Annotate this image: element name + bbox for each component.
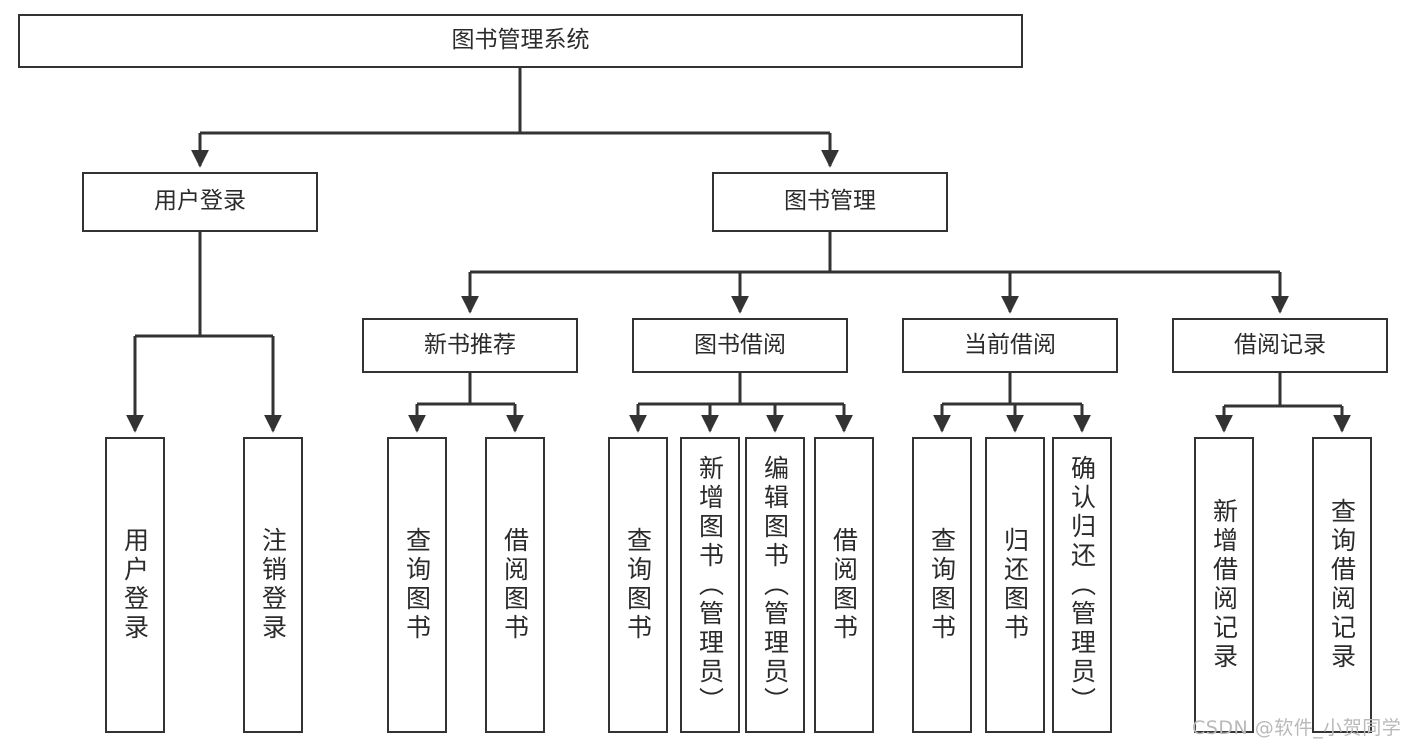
node-borrow-record[interactable]: 借阅记录 — [1172, 318, 1388, 373]
node-leaf-add-book[interactable]: 新增图书（管理员） — [680, 437, 740, 733]
node-leaf-return-book[interactable]: 归还图书 — [985, 437, 1045, 733]
node-book-manage-label: 图书管理 — [784, 188, 876, 215]
node-leaf-query-record-label: 查询借阅记录 — [1327, 498, 1357, 672]
node-leaf-query-book-1-label: 查询图书 — [402, 527, 432, 643]
node-leaf-query-book-3-label: 查询图书 — [927, 527, 957, 643]
node-user-login[interactable]: 用户登录 — [82, 172, 318, 232]
node-leaf-user-login-label: 用户登录 — [120, 527, 150, 643]
node-leaf-borrow-book-2-label: 借阅图书 — [829, 527, 859, 643]
node-book-borrow-label: 图书借阅 — [694, 331, 786, 358]
node-leaf-confirm-return[interactable]: 确认归还（管理员） — [1052, 437, 1112, 733]
node-book-manage[interactable]: 图书管理 — [712, 172, 948, 232]
node-leaf-user-logout-label: 注销登录 — [258, 527, 288, 643]
node-leaf-user-login[interactable]: 用户登录 — [105, 437, 165, 733]
node-current-borrow[interactable]: 当前借阅 — [902, 318, 1118, 373]
node-leaf-borrow-book-1-label: 借阅图书 — [500, 527, 530, 643]
node-new-book-rec[interactable]: 新书推荐 — [362, 318, 578, 373]
node-leaf-query-book-1[interactable]: 查询图书 — [387, 437, 447, 733]
node-leaf-edit-book-label: 编辑图书（管理员） — [760, 454, 790, 716]
node-user-login-label: 用户登录 — [154, 188, 246, 215]
node-leaf-edit-book[interactable]: 编辑图书（管理员） — [745, 437, 805, 733]
node-leaf-borrow-book-2[interactable]: 借阅图书 — [814, 437, 874, 733]
node-root[interactable]: 图书管理系统 — [18, 14, 1023, 68]
node-leaf-query-book-3[interactable]: 查询图书 — [912, 437, 972, 733]
node-leaf-confirm-return-label: 确认归还（管理员） — [1067, 454, 1097, 716]
node-current-borrow-label: 当前借阅 — [964, 331, 1056, 358]
node-leaf-return-book-label: 归还图书 — [1000, 527, 1030, 643]
node-book-borrow[interactable]: 图书借阅 — [632, 318, 848, 373]
node-leaf-query-record[interactable]: 查询借阅记录 — [1312, 437, 1372, 733]
node-leaf-query-book-2[interactable]: 查询图书 — [608, 437, 668, 733]
node-leaf-user-logout[interactable]: 注销登录 — [243, 437, 303, 733]
csdn-watermark: CSDN @软件_小贺同学 — [1192, 717, 1402, 739]
node-leaf-add-book-label: 新增图书（管理员） — [695, 454, 725, 716]
node-root-label: 图书管理系统 — [451, 27, 590, 54]
node-leaf-query-book-2-label: 查询图书 — [623, 527, 653, 643]
node-leaf-add-record[interactable]: 新增借阅记录 — [1194, 437, 1254, 733]
node-new-book-rec-label: 新书推荐 — [424, 331, 516, 358]
node-leaf-add-record-label: 新增借阅记录 — [1209, 498, 1239, 672]
node-borrow-record-label: 借阅记录 — [1234, 331, 1326, 358]
node-leaf-borrow-book-1[interactable]: 借阅图书 — [485, 437, 545, 733]
